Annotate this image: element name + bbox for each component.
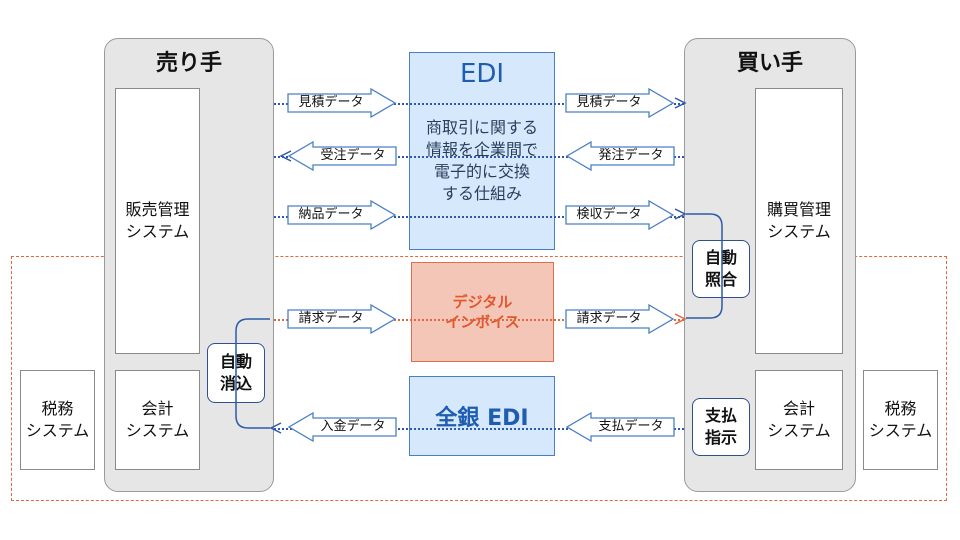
flow-line-invoice xyxy=(274,319,684,321)
digital-invoice-scope-border xyxy=(11,256,947,501)
label-invoice-left: 請求データ xyxy=(298,311,364,326)
auto-matching-box: 自動 照合 xyxy=(692,240,750,298)
arrow-invoice-left: 請求データ xyxy=(287,304,397,334)
flow-line-quote xyxy=(274,103,684,105)
label-delivery: 納品データ xyxy=(298,207,364,222)
edi-title: EDI xyxy=(459,59,505,89)
label-inspection: 検収データ xyxy=(576,207,642,222)
zengin-edi-box: 全銀 EDI xyxy=(409,376,555,456)
arrow-inspection: 検収データ xyxy=(565,200,675,230)
buyer-title: 買い手 xyxy=(736,51,803,76)
arrow-quote-left: 見積データ xyxy=(287,88,397,118)
label-order-placed: 発注データ xyxy=(598,148,664,163)
label-quote-right: 見積データ xyxy=(576,95,642,110)
tax-system-right: 税務 システム xyxy=(863,370,938,470)
label-payment: 支払データ xyxy=(598,419,664,434)
arrow-delivery: 納品データ xyxy=(287,200,397,230)
flow-line-order xyxy=(274,156,684,158)
payment-instruction-box: 支払 指示 xyxy=(692,398,750,456)
arrow-invoice-right: 請求データ xyxy=(565,304,675,334)
arrow-quote-right: 見積データ xyxy=(565,88,675,118)
buyer-accounting-system: 会計 システム xyxy=(755,370,843,470)
sales-management-system: 販売管理 システム xyxy=(115,88,200,354)
flow-line-payment xyxy=(274,428,684,430)
seller-accounting-system: 会計 システム xyxy=(115,370,200,470)
tax-system-left: 税務 システム xyxy=(20,370,95,470)
edi-description: 商取引に関する 情報を企業間で 電子的に交換 する仕組み xyxy=(425,118,538,203)
flow-line-delivery xyxy=(274,216,684,218)
arrow-order-received: 受注データ xyxy=(287,141,397,171)
label-invoice-right: 請求データ xyxy=(576,311,642,326)
arrow-order-placed: 発注データ xyxy=(565,141,675,171)
purchase-management-system: 購買管理 システム xyxy=(755,88,843,354)
label-order-received: 受注データ xyxy=(320,148,386,163)
digital-invoice-box: デジタル インボイス xyxy=(411,262,554,362)
arrow-payment: 支払データ xyxy=(565,412,675,442)
seller-title: 売り手 xyxy=(155,51,222,76)
label-quote-left: 見積データ xyxy=(298,95,364,110)
label-deposit: 入金データ xyxy=(320,419,386,434)
arrow-deposit: 入金データ xyxy=(287,412,397,442)
